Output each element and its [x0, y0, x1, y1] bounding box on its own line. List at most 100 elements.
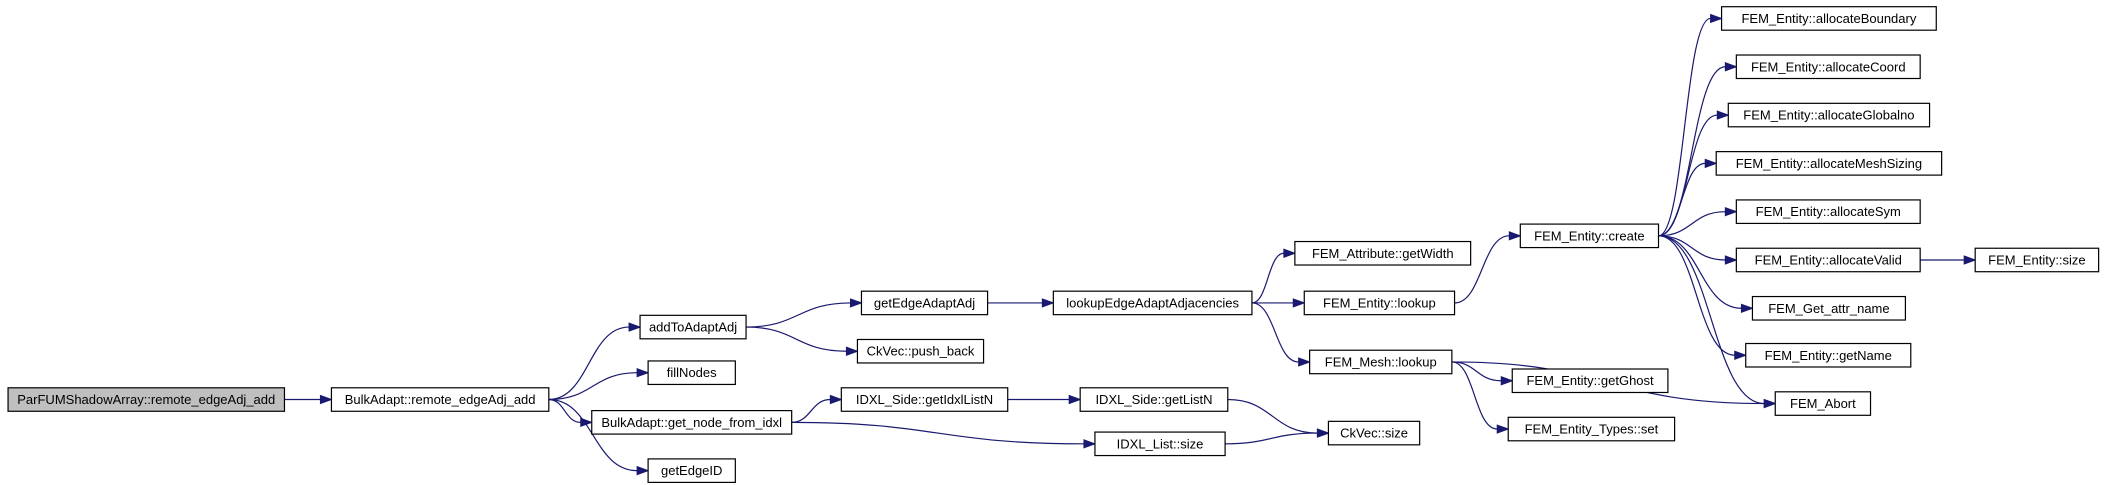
edge-n1-n2: [548, 326, 630, 401]
edge-n2-n7: [746, 326, 847, 352]
node-label: fillNodes: [667, 365, 717, 380]
node-label: FEM_Entity::create: [1534, 228, 1645, 243]
node-n8[interactable]: IDXL_Side::getIdxlListN: [840, 387, 1009, 412]
node-n21[interactable]: FEM_Entity::allocateGlobalno: [1727, 102, 1931, 128]
node-n9[interactable]: IDXL_List::size: [1094, 431, 1226, 457]
edge-n2-n6: [746, 302, 851, 328]
node-box: [1303, 290, 1456, 316]
node-label: BulkAdapt::remote_edgeAdj_add: [345, 392, 536, 407]
node-box: [856, 338, 985, 364]
arrowhead-n8-n11: [1068, 394, 1082, 405]
arrowhead-n4-n9: [1083, 439, 1097, 449]
node-box: [1715, 151, 1943, 176]
edge-n16-n26: [1658, 235, 1735, 356]
node-box: [1309, 349, 1453, 375]
edge-n1-n5: [548, 398, 638, 472]
node-label: IDXL_Side::getIdxlListN: [856, 392, 993, 407]
node-box: [1735, 199, 1921, 225]
edge-n10-n13: [1251, 252, 1285, 304]
node-box: [860, 290, 989, 316]
node-n23[interactable]: FEM_Entity::allocateSym: [1735, 199, 1921, 225]
node-box: [1079, 387, 1229, 412]
arrowhead-n2-n6: [849, 298, 863, 308]
node-n19[interactable]: FEM_Entity::allocateBoundary: [1720, 6, 1937, 31]
node-n11[interactable]: IDXL_Side::getListN: [1079, 387, 1229, 412]
node-n1[interactable]: BulkAdapt::remote_edgeAdj_add: [330, 387, 550, 412]
node-box: [1735, 54, 1921, 80]
node-box: [647, 360, 736, 386]
node-n28[interactable]: FEM_Entity::size: [1974, 247, 2100, 273]
node-box: [1327, 420, 1421, 446]
node-box: [1735, 247, 1921, 273]
node-label: FEM_Entity::lookup: [1323, 295, 1436, 310]
node-root[interactable]: ParFUMShadowArray::remote_edgeAdj_add: [7, 387, 286, 412]
node-n6[interactable]: getEdgeAdaptAdj: [860, 290, 989, 316]
node-box: [330, 387, 550, 412]
node-n13[interactable]: FEM_Attribute::getWidth: [1294, 240, 1472, 266]
node-label: FEM_Entity::allocateBoundary: [1741, 11, 1916, 26]
arrowhead-n16-n20: [1724, 62, 1738, 72]
node-n24[interactable]: FEM_Entity::allocateValid: [1735, 247, 1921, 273]
node-label: FEM_Entity::allocateValid: [1755, 252, 1902, 267]
node-n5[interactable]: getEdgeID: [647, 458, 736, 483]
arrowhead-n16-n22: [1704, 158, 1718, 169]
node-box: [639, 314, 747, 340]
arrowhead-root-n1: [319, 394, 333, 405]
node-n17[interactable]: FEM_Entity::getGhost: [1511, 368, 1669, 394]
node-box: [647, 458, 736, 483]
arrowhead-n16-n24: [1724, 255, 1738, 265]
edge-n16-n22: [1658, 162, 1706, 237]
node-n10[interactable]: lookupEdgeAdaptAdjacencies: [1052, 290, 1253, 316]
node-label: CkVec::size: [1340, 426, 1408, 441]
node-n25[interactable]: FEM_Get_attr_name: [1751, 295, 1907, 321]
arrowhead-n11-n12: [1316, 428, 1330, 438]
node-box: [840, 387, 1009, 412]
node-n15[interactable]: FEM_Mesh::lookup: [1309, 349, 1453, 375]
edge-n4-n8: [791, 398, 831, 423]
node-n27[interactable]: FEM_Abort: [1774, 391, 1872, 416]
edge-n14-n16: [1454, 235, 1510, 304]
arrowhead-n10-n13: [1283, 248, 1297, 258]
node-n2[interactable]: addToAdaptAdj: [639, 314, 747, 340]
edge-n11-n12: [1227, 398, 1318, 434]
node-box: [1519, 223, 1660, 249]
arrowhead-n15-n17: [1500, 376, 1514, 386]
node-n14[interactable]: FEM_Entity::lookup: [1303, 290, 1456, 316]
node-label: FEM_Entity_Types::set: [1525, 422, 1659, 437]
node-n16[interactable]: FEM_Entity::create: [1519, 223, 1660, 249]
edge-n9-n12: [1225, 432, 1318, 445]
node-n22[interactable]: FEM_Entity::allocateMeshSizing: [1715, 151, 1943, 176]
node-box: [1720, 6, 1937, 31]
node-box: [1745, 342, 1912, 368]
node-box: [1751, 295, 1907, 321]
node-n18[interactable]: FEM_Entity_Types::set: [1507, 416, 1676, 442]
node-label: BulkAdapt::get_node_from_idxl: [601, 415, 782, 430]
node-box: [1974, 247, 2100, 273]
node-n7[interactable]: CkVec::push_back: [856, 338, 985, 364]
node-label: FEM_Entity::allocateMeshSizing: [1736, 156, 1922, 171]
node-n12[interactable]: CkVec::size: [1327, 420, 1421, 446]
node-box: [1774, 391, 1872, 416]
node-n4[interactable]: BulkAdapt::get_node_from_idxl: [591, 410, 793, 435]
arrowhead-n16-n19: [1710, 13, 1724, 24]
arrowhead-n10-n14: [1292, 298, 1306, 308]
node-n20[interactable]: FEM_Entity::allocateCoord: [1735, 54, 1921, 80]
node-label: FEM_Entity::size: [1988, 252, 2086, 267]
edge-n16-n25: [1658, 235, 1742, 309]
arrowhead-n2-n7: [845, 346, 859, 356]
node-box: [1727, 102, 1931, 128]
node-label: FEM_Abort: [1790, 396, 1856, 411]
arrowhead-n16-n23: [1724, 206, 1738, 217]
edge-n16-n27: [1658, 235, 1765, 405]
node-n26[interactable]: FEM_Entity::getName: [1745, 342, 1912, 368]
arrowhead-n1-n5: [636, 465, 650, 476]
arrowhead-n1-n2: [628, 322, 642, 332]
node-n3[interactable]: fillNodes: [647, 360, 736, 386]
edge-n1-n3: [548, 372, 638, 401]
node-label: FEM_Entity::allocateGlobalno: [1743, 108, 1914, 123]
edge-n16-n24: [1658, 235, 1726, 261]
node-label: getEdgeAdaptAdj: [874, 295, 975, 310]
node-label: FEM_Get_attr_name: [1768, 301, 1889, 316]
node-label: FEM_Entity::allocateSym: [1756, 204, 1901, 219]
